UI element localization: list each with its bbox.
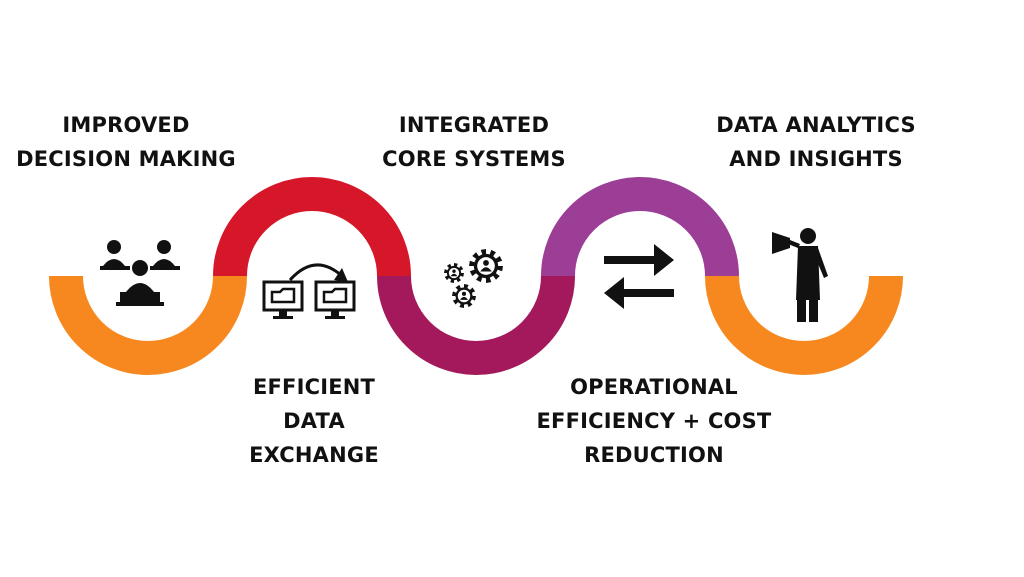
label-line: INTEGRATED (398, 113, 550, 137)
wave-segment-4 (541, 177, 739, 277)
label-efficient-data-exchange: EFFICIENT DATA EXCHANGE (214, 370, 414, 472)
label-line: CORE SYSTEMS (382, 147, 566, 171)
gears-icon (444, 249, 503, 308)
label-line: EFFICIENT (252, 375, 376, 399)
label-line: REDUCTION (584, 443, 724, 467)
team-meeting-icon (100, 240, 180, 306)
label-line: AND INSIGHTS (729, 147, 903, 171)
wave-segment-3 (377, 275, 575, 375)
data-transfer-icon (262, 263, 356, 319)
label-line: IMPROVED (62, 113, 190, 137)
label-line: OPERATIONAL (570, 375, 738, 399)
wave-segment-1 (49, 275, 247, 375)
exchange-arrows-icon (604, 244, 674, 309)
wave-segment-5 (705, 275, 903, 375)
label-line: EXCHANGE (249, 443, 379, 467)
label-improved-decision-making: IMPROVED DECISION MAKING (12, 108, 240, 176)
label-line: DATA ANALYTICS (716, 113, 916, 137)
label-data-analytics: DATA ANALYTICS AND INSIGHTS (700, 108, 932, 176)
label-integrated-core-systems: INTEGRATED CORE SYSTEMS (374, 108, 574, 176)
label-line: DATA (283, 409, 345, 433)
presenter-megaphone-icon (772, 228, 828, 322)
wave-segment-2 (213, 177, 411, 277)
label-line: DECISION MAKING (16, 147, 236, 171)
label-line: EFFICIENCY + COST (536, 409, 772, 433)
label-operational-efficiency: OPERATIONAL EFFICIENCY + COST REDUCTION (534, 370, 774, 472)
